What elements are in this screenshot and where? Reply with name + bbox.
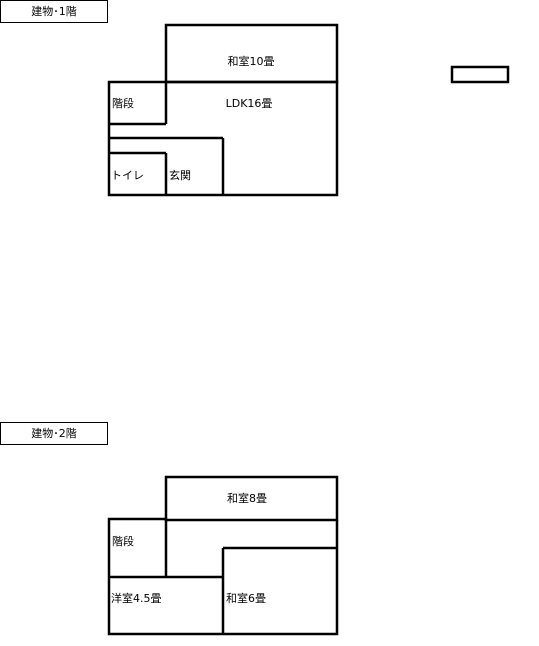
room-label-stairs-1f: 階段: [112, 96, 134, 110]
room-label-washitsu-6: 和室6畳: [226, 591, 266, 605]
room-washitsu-8-outline: [164, 475, 339, 522]
floor-2-title: 建物･2階: [0, 422, 108, 445]
room-label-entrance: 玄関: [169, 168, 191, 182]
floor-2-plan: 和室8畳 階段 洋室4.5畳 和室6畳: [107, 475, 339, 636]
room-label-washitsu-8: 和室8畳: [227, 491, 267, 505]
floor-1-title: 建物･1階: [0, 0, 108, 23]
room-label-stairs-2f: 階段: [112, 534, 134, 548]
floor-1-plan: 和室10畳 階段 LDK16畳 トイレ 玄関: [107, 23, 339, 197]
room-label-washitsu-10: 和室10畳: [228, 54, 275, 68]
small-box: [450, 65, 510, 84]
room-label-toilet: トイレ: [111, 169, 144, 182]
room-label-ldk: LDK16畳: [226, 97, 273, 110]
room-label-youshitsu: 洋室4.5畳: [111, 591, 162, 605]
room-washitsu-10-outline: [164, 23, 339, 84]
